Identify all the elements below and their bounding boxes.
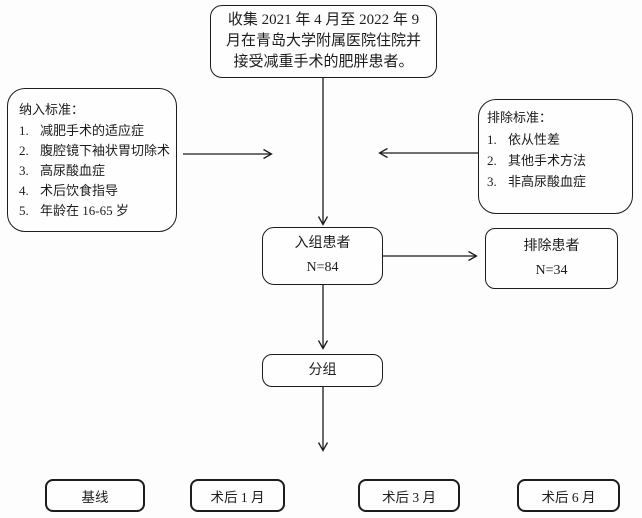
inclusion-item-text: 术后饮食指导: [40, 183, 119, 198]
inclusion-item-number: 3.: [19, 163, 29, 178]
inclusion-item-text: 高尿酸血症: [40, 163, 106, 178]
timepoint-label: 基线: [81, 489, 109, 505]
inclusion-title: 纳入标准：: [19, 102, 85, 117]
exclusion-title: 排除标准：: [487, 110, 553, 125]
exclusion-item: 1. 依从性差: [487, 129, 628, 150]
enrolled-label: 入组患者: [294, 236, 351, 251]
exclusion-item-number: 3.: [487, 174, 497, 189]
inclusion-item-text: 减肥手术的适应症: [40, 123, 145, 138]
excluded-patients-box: 排除患者 N=34: [485, 228, 618, 289]
timepoint-label: 术后 6 月: [541, 489, 596, 505]
collection-line-3: 接受减重手术的肥胖患者。: [233, 54, 414, 70]
timepoint-box-6-month: 术后 6 月: [517, 479, 620, 512]
enrolled-patients-box: 入组患者 N=84: [262, 227, 383, 285]
collection-line-1: 收集 2021 年 4 月至 2022 年 9: [227, 12, 420, 28]
timepoint-label: 术后 1 月: [210, 489, 265, 505]
inclusion-item: 3. 高尿酸血症: [19, 161, 172, 181]
exclusion-item: 3. 非高尿酸血症: [487, 171, 628, 192]
inclusion-item-number: 1.: [19, 123, 29, 138]
timepoint-box-3-month: 术后 3 月: [358, 479, 460, 512]
inclusion-item: 2. 腹腔镜下袖状胃切除术: [19, 141, 172, 161]
timepoint-box-baseline: 基线: [45, 479, 145, 512]
exclusion-item-text: 其他手术方法: [508, 153, 587, 168]
collection-line-2: 月在青岛大学附属医院住院并: [225, 33, 421, 49]
inclusion-item-text: 年龄在 16-65 岁: [40, 203, 129, 218]
excluded-count: N=34: [535, 262, 568, 278]
inclusion-item: 4. 术后饮食指导: [19, 181, 172, 201]
collection-box: 收集 2021 年 4 月至 2022 年 9 月在青岛大学附属医院住院并 接受…: [210, 5, 437, 78]
exclusion-item-text: 非高尿酸血症: [508, 174, 587, 189]
exclusion-criteria-box: 排除标准： 1. 依从性差 2. 其他手术方法 3. 非高尿酸血症: [478, 99, 633, 214]
timepoint-box-1-month: 术后 1 月: [190, 479, 285, 512]
exclusion-item: 2. 其他手术方法: [487, 150, 628, 171]
grouping-label: 分组: [308, 363, 337, 378]
inclusion-item: 5. 年龄在 16-65 岁: [19, 201, 172, 221]
exclusion-item-number: 2.: [487, 153, 497, 168]
inclusion-criteria-box: 纳入标准： 1. 减肥手术的适应症 2. 腹腔镜下袖状胃切除术 3. 高尿酸血症…: [7, 88, 177, 232]
enrolled-count: N=84: [306, 260, 339, 275]
inclusion-item-number: 5.: [19, 203, 29, 218]
inclusion-item: 1. 减肥手术的适应症: [19, 121, 172, 141]
inclusion-item-number: 2.: [19, 143, 29, 158]
inclusion-item-number: 4.: [19, 183, 29, 198]
exclusion-item-number: 1.: [487, 132, 497, 147]
grouping-box: 分组: [262, 354, 383, 387]
excluded-label: 排除患者: [523, 238, 580, 254]
timepoint-label: 术后 3 月: [382, 489, 436, 505]
inclusion-item-text: 腹腔镜下袖状胃切除术: [40, 143, 171, 158]
exclusion-item-text: 依从性差: [508, 132, 561, 147]
